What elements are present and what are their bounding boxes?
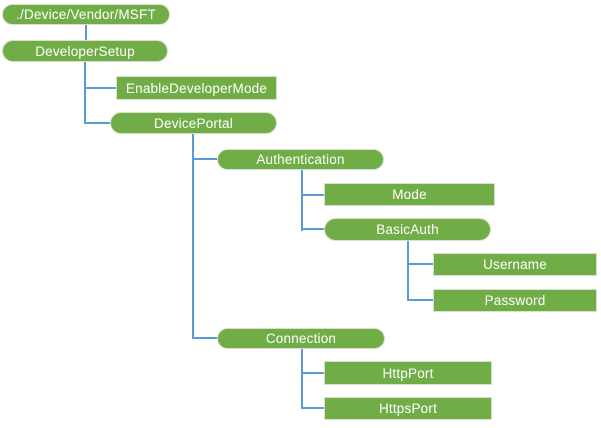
connector-branch-username xyxy=(408,263,433,265)
tree-node-username: Username xyxy=(433,253,597,276)
tree-node-authentication: Authentication xyxy=(217,149,384,170)
connector-branch-password xyxy=(408,299,433,301)
connector-branch-authentication xyxy=(193,158,217,160)
tree-node-developersetup: DeveloperSetup xyxy=(2,40,168,62)
connector-connection-trunk xyxy=(301,349,303,409)
tree-node-password: Password xyxy=(433,289,597,312)
connector-branch-connection xyxy=(193,337,217,339)
tree-node-basicauth: BasicAuth xyxy=(324,218,491,241)
connector-authentication-trunk xyxy=(301,170,303,231)
tree-node-device-vendor-msft: ./Device/Vendor/MSFT xyxy=(2,4,170,25)
connector-branch-basicauth xyxy=(302,228,324,230)
tree-node-enabledevelopermode: EnableDeveloperMode xyxy=(116,76,277,100)
connector-deviceportal-trunk xyxy=(192,134,194,339)
tree-node-deviceportal: DevicePortal xyxy=(110,112,277,134)
tree-node-mode: Mode xyxy=(324,183,495,206)
connector-branch-enabledevelopermode xyxy=(85,87,116,89)
connector-branch-mode xyxy=(302,194,324,196)
connector-basicauth-trunk xyxy=(407,241,409,301)
tree-node-connection: Connection xyxy=(217,328,385,349)
connector-root-to-developersetup xyxy=(85,25,87,40)
connector-branch-httpport xyxy=(302,372,324,374)
connector-branch-httpsport xyxy=(302,407,324,409)
tree-node-httpsport: HttpsPort xyxy=(324,397,492,420)
connector-developersetup-trunk xyxy=(84,62,86,124)
connector-branch-deviceportal xyxy=(85,122,110,124)
tree-node-httpport: HttpPort xyxy=(324,361,492,385)
